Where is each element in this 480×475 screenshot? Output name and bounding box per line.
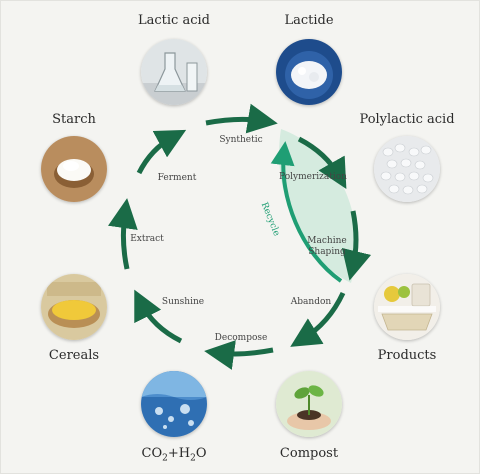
polylactic-acid-image — [374, 136, 440, 202]
lactic-acid-label: Lactic acid — [138, 13, 210, 28]
co2-h2o-label-sub1: 2 — [162, 453, 168, 464]
products-label: Products — [377, 348, 437, 363]
step-sunshine: Sunshine — [161, 297, 205, 307]
lactide-label: Lactide — [284, 13, 334, 28]
starch-spoon-icon — [41, 136, 107, 202]
starch-label: Starch — [52, 112, 96, 127]
water-bubbles-icon — [141, 371, 207, 437]
arrow-abandon — [290, 291, 346, 347]
compost-label: Compost — [279, 446, 339, 461]
arrow-machine-shaping — [341, 210, 372, 281]
arrow-sunshine — [134, 289, 183, 344]
co2-h2o-label: CO2+H2O — [142, 446, 207, 464]
corn-grain-icon — [41, 274, 107, 340]
white-powder-icon — [276, 39, 342, 105]
products-image — [374, 274, 440, 340]
arrow-decompose — [204, 340, 274, 370]
lactide-image — [276, 39, 342, 105]
polylactic-acid-label: Polylactic acid — [359, 112, 455, 127]
step-abandon: Abandon — [290, 297, 332, 307]
step-machine-shaping-line1: Machine — [307, 236, 347, 246]
co2-h2o-label-plus: +H — [167, 446, 191, 461]
cereals-label: Cereals — [48, 348, 100, 363]
pellets-icon — [374, 136, 440, 202]
step-extract: Extract — [130, 234, 164, 244]
seedling-in-hands-icon — [276, 371, 342, 437]
arrow-synthetic — [205, 103, 278, 134]
arrow-extract — [108, 198, 138, 270]
co2-h2o-label-sub2: 2 — [190, 453, 196, 464]
step-machine-shaping: Machine Shaping — [307, 236, 346, 258]
cereals-image — [41, 274, 107, 340]
step-decompose: Decompose — [214, 333, 268, 343]
starch-image — [41, 136, 107, 202]
step-ferment: Ferment — [157, 173, 197, 183]
step-polymerization: Polymerization — [279, 172, 347, 182]
co2-h2o-label-co: CO — [141, 446, 163, 461]
arrow-ferment — [136, 129, 187, 175]
step-synthetic: Synthetic — [219, 135, 263, 145]
co2-h2o-label-o: O — [195, 446, 207, 461]
packaging-products-icon — [374, 274, 440, 340]
lab-flask-icon — [141, 39, 207, 105]
recycle-leaf-shape — [279, 129, 357, 283]
lactic-acid-image — [141, 39, 207, 105]
arrow-recycle — [270, 141, 343, 283]
step-machine-shaping-line2: Shaping — [308, 247, 346, 257]
arrow-polymerization — [297, 136, 347, 190]
co2-h2o-image — [141, 371, 207, 437]
compost-image — [276, 371, 342, 437]
